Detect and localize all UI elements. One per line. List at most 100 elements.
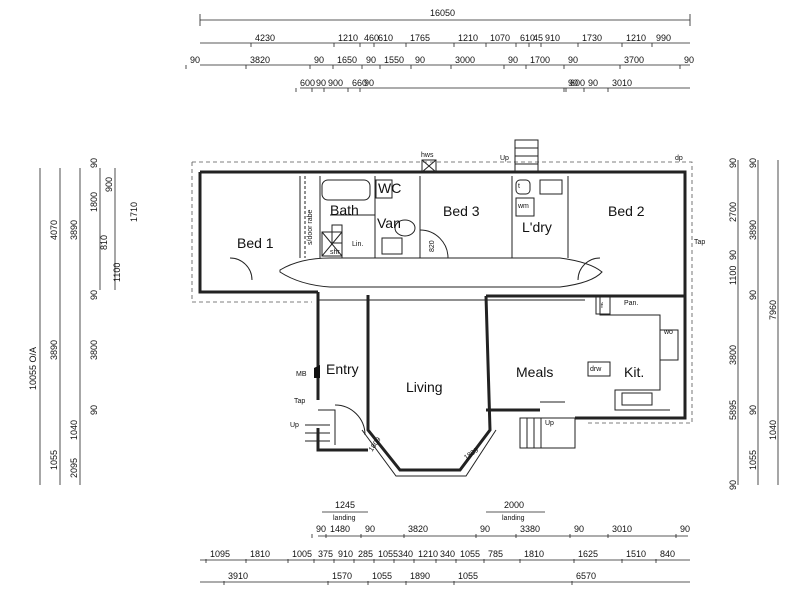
up-label-right: Up	[545, 420, 554, 427]
overall-width-dim: 16050	[430, 8, 455, 18]
dimension-label: 460	[364, 33, 379, 43]
overall-depth-dim: 10055 O/A	[28, 347, 38, 390]
room-meals: Meals	[516, 364, 553, 380]
left-dim: 1055	[49, 450, 59, 470]
dimension-label: 1055	[378, 549, 398, 559]
dimension-label: 340	[440, 549, 455, 559]
right-dimensions: 2700 3890 1100 3800 1040 1055 7960 5895 …	[728, 158, 779, 490]
dp-label: dp	[675, 155, 683, 162]
dimension-label: 3820	[408, 524, 428, 534]
walls	[191, 139, 693, 477]
dimension-label: 610	[378, 33, 393, 43]
right-dim: 3890	[748, 220, 758, 240]
wardrobe-label: s/door rabe	[307, 209, 314, 245]
dimension-label: 90	[366, 55, 376, 65]
dimension-label: 90	[568, 55, 578, 65]
room-bed-1: Bed 1	[237, 235, 274, 251]
dimension-label: 1055	[372, 571, 392, 581]
dimension-label: 90	[314, 55, 324, 65]
dimension-label: 1625	[578, 549, 598, 559]
dimension-label: 1480	[330, 524, 350, 534]
dimension-label: 90	[508, 55, 518, 65]
dimension-label: 1210	[458, 33, 478, 43]
right-dim: 5895	[728, 400, 738, 420]
dimension-label: 90	[680, 524, 690, 534]
left-dim: 900	[104, 177, 114, 192]
dimension-label: 785	[488, 549, 503, 559]
right-dim: 90	[728, 158, 738, 168]
dimension-label: 910	[338, 549, 353, 559]
dimension-label: 90	[480, 524, 490, 534]
tap-label: Tap	[694, 239, 705, 246]
right-dim: 90	[748, 290, 758, 300]
tap-label-left: Tap	[294, 398, 305, 405]
up-label-left: Up	[290, 422, 299, 429]
door-width-label: 820	[429, 240, 436, 252]
dimension-label: 840	[660, 549, 675, 559]
shower-label: shr	[330, 249, 340, 256]
dimension-label: 1765	[410, 33, 430, 43]
dimension-label: 3010	[612, 78, 632, 88]
left-dim: 2095	[69, 458, 79, 478]
dimension-label: 90	[364, 78, 374, 88]
dimension-label: 1550	[384, 55, 404, 65]
dimension-label: 1510	[626, 549, 646, 559]
right-dim: 2700	[728, 202, 738, 222]
landing-left-dim: 1245	[335, 500, 355, 510]
dimension-label: 600	[300, 78, 315, 88]
dimension-label: 600	[570, 78, 585, 88]
dimension-label: 90	[190, 55, 200, 65]
room-laundry: L'dry	[522, 219, 552, 235]
room-entry: Entry	[326, 361, 359, 377]
dimension-label: 1570	[332, 571, 352, 581]
dimension-label: 90	[568, 78, 578, 88]
dimension-label: 900	[328, 78, 343, 88]
room-bed-3: Bed 3	[443, 203, 480, 219]
left-dim: 1710	[129, 202, 139, 222]
dimension-label: 610	[520, 33, 535, 43]
drawers-label: drw	[590, 366, 602, 373]
right-dim: 90	[748, 405, 758, 415]
right-dim: 3800	[728, 345, 738, 365]
linen-label: Lin.	[352, 241, 363, 248]
landing-dims: 1245 landing 2000 landing	[322, 500, 545, 522]
room-vanity: Van	[377, 215, 401, 231]
dimension-label: 3820	[250, 55, 270, 65]
dimension-label: 1055	[460, 549, 480, 559]
left-dimensions: 10055 O/A 4070 3890 3890 3800 1040 1055 …	[28, 158, 139, 485]
meter-box-label: MB	[296, 371, 307, 378]
dimension-label: 285	[358, 549, 373, 559]
left-dim: 90	[89, 290, 99, 300]
dimension-label: 1210	[626, 33, 646, 43]
right-dim: 90	[728, 250, 738, 260]
landing-right-label: landing	[502, 515, 525, 522]
dimension-label: 1730	[582, 33, 602, 43]
left-dim: 1100	[112, 263, 122, 282]
dimension-label: 990	[656, 33, 671, 43]
dimension-label: 1210	[418, 549, 438, 559]
dimension-label: 1700	[530, 55, 550, 65]
dimension-label: 910	[545, 33, 560, 43]
dimension-label: 1810	[250, 549, 270, 559]
dimension-label: 1070	[490, 33, 510, 43]
dimension-label: 90	[365, 524, 375, 534]
dimension-label: 3010	[612, 524, 632, 534]
dimension-label: 1810	[524, 549, 544, 559]
left-dim: 1040	[69, 420, 79, 440]
left-dim: 3800	[89, 340, 99, 360]
dimension-label: 340	[398, 549, 413, 559]
dimension-label: 1890	[410, 571, 430, 581]
right-dim: 90	[748, 158, 758, 168]
dimension-label: 1005	[292, 549, 312, 559]
room-living: Living	[406, 379, 443, 395]
left-dim: 90	[89, 405, 99, 415]
dimension-label: 45	[533, 33, 543, 43]
dimension-label: 3380	[520, 524, 540, 534]
dimension-label: 90	[588, 78, 598, 88]
room-labels: Bed 1 Bath WC Van Bed 3 L'dry Bed 2 Entr…	[237, 180, 645, 395]
dimension-label: 3000	[455, 55, 475, 65]
